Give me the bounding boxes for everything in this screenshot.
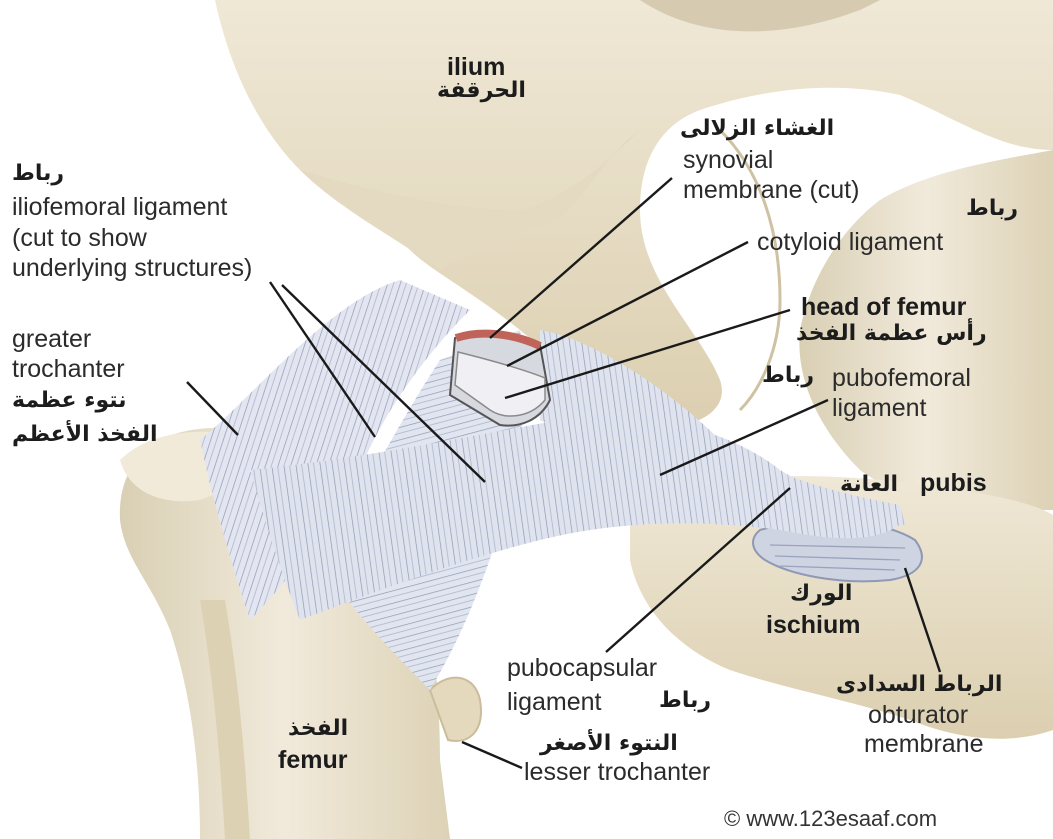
label-pubofemoral-en-1: pubofemoral <box>832 366 971 391</box>
label-femur-en: femur <box>278 748 347 773</box>
label-pubis-ar: العانة <box>840 474 898 496</box>
label-synovial-en-2: membrane (cut) <box>683 178 859 203</box>
label-lesser-trochanter-ar: النتوء الأصغر <box>540 733 678 755</box>
label-iliofemoral-ar: رباط <box>12 163 64 185</box>
label-pubofemoral-en-2: ligament <box>832 396 927 421</box>
label-ilium-ar: الحرقفة <box>437 80 526 102</box>
label-ischium-en: ischium <box>766 613 860 638</box>
label-greater-trochanter-en-2: trochanter <box>12 357 125 382</box>
label-iliofemoral-en-1: iliofemoral ligament <box>12 195 227 220</box>
label-obturator-en-2: membrane <box>864 732 984 757</box>
label-obturator-ar: الرباط السدادى <box>836 674 1002 696</box>
label-greater-trochanter-ar-2: الفخذ الأعظم <box>12 424 158 446</box>
watermark-text: © www.123esaaf.com <box>724 808 937 830</box>
label-obturator-en-1: obturator <box>868 703 968 728</box>
label-synovial-ar: الغشاء الزلالى <box>680 118 834 140</box>
label-pubocapsular-en-1: pubocapsular <box>507 656 657 681</box>
label-iliofemoral-en-3: underlying structures) <box>12 256 252 281</box>
label-pubis-en: pubis <box>920 471 987 496</box>
label-ischium-ar: الورك <box>790 583 852 605</box>
label-lesser-trochanter-en: lesser trochanter <box>524 760 710 785</box>
label-head-of-femur-ar: رأس عظمة الفخذ <box>796 323 987 345</box>
label-synovial-en-1: synovial <box>683 148 773 173</box>
label-cotyloid-ar: رباط <box>966 198 1018 220</box>
label-femur-ar: الفخذ <box>288 718 348 740</box>
label-ilium-en: ilium <box>447 55 505 80</box>
label-head-of-femur-en: head of femur <box>801 295 966 320</box>
label-cotyloid-en: cotyloid ligament <box>757 230 943 255</box>
label-iliofemoral-en-2: (cut to show <box>12 226 147 251</box>
label-greater-trochanter-ar-1: نتوء عظمة <box>12 390 127 412</box>
label-pubofemoral-ar: رباط <box>762 365 814 387</box>
label-pubocapsular-ar: رباط <box>659 690 711 712</box>
label-pubocapsular-en-2: ligament <box>507 690 602 715</box>
label-greater-trochanter-en-1: greater <box>12 327 91 352</box>
